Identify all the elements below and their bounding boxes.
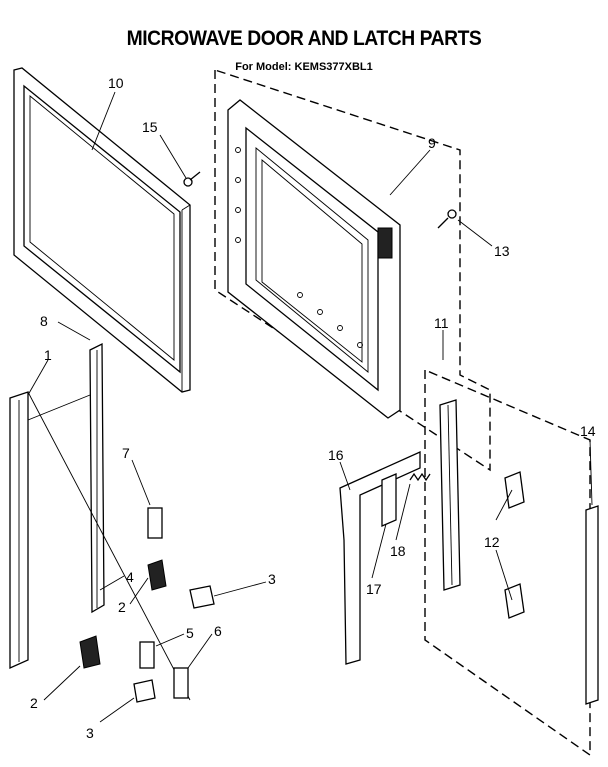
door-frame-part xyxy=(13,67,191,393)
callout-11: 11 xyxy=(434,315,449,331)
latch-arm-17-part xyxy=(381,473,397,527)
callout-15: 15 xyxy=(142,119,158,135)
side-strip-14-part xyxy=(585,505,599,705)
callout-1: 1 xyxy=(44,347,52,363)
latch-clip-6-part xyxy=(173,667,189,699)
latch-assembly-outline xyxy=(424,369,591,757)
callout-6: 6 xyxy=(214,623,222,639)
switch-12b-part xyxy=(504,583,525,619)
latch-hook-2a-part xyxy=(147,559,167,591)
screw-13-part xyxy=(437,209,457,229)
latch-clip-5-part xyxy=(139,641,155,669)
callout-4: 4 xyxy=(126,569,134,585)
spring-18-part xyxy=(409,472,431,482)
callout-16: 16 xyxy=(328,447,344,463)
callout-5: 5 xyxy=(186,625,194,641)
callout-8: 8 xyxy=(40,313,48,329)
callout-labels: 10 15 9 13 8 1 11 7 16 14 4 3 2 12 5 6 1… xyxy=(30,75,596,741)
diagram-title: MICROWAVE DOOR AND LATCH PARTS xyxy=(126,27,482,50)
leader-lines xyxy=(27,91,593,723)
callout-9: 9 xyxy=(428,135,436,151)
latch-hook-2b-part xyxy=(79,635,101,669)
callout-2b: 2 xyxy=(30,695,38,711)
callout-7: 7 xyxy=(122,445,130,461)
door-inner-panel-part xyxy=(227,99,401,419)
callout-2a: 2 xyxy=(118,599,126,615)
latch-block-3a-part xyxy=(189,585,215,609)
door-assembly-outline xyxy=(214,69,491,472)
latch-hook-7-part xyxy=(147,507,163,539)
door-side-bracket-part xyxy=(89,342,105,614)
model-subtitle: For Model: KEMS377XBL1 xyxy=(235,61,373,73)
screw-15-part xyxy=(183,171,201,187)
panel-rivets xyxy=(235,147,363,348)
callout-10: 10 xyxy=(108,75,124,91)
latch-block-3b-part xyxy=(133,679,156,703)
callout-14: 14 xyxy=(580,423,596,439)
callout-18: 18 xyxy=(390,543,406,559)
callout-12: 12 xyxy=(484,534,500,550)
callout-3b: 3 xyxy=(86,725,94,741)
callout-13: 13 xyxy=(494,243,510,259)
interlock-bracket-11-part xyxy=(439,399,461,591)
switch-12a-part xyxy=(504,471,525,509)
callout-3a: 3 xyxy=(268,571,276,587)
latch-lever-16-part xyxy=(339,450,421,665)
callout-17: 17 xyxy=(366,581,382,597)
latch-base-bracket-part xyxy=(9,391,191,701)
